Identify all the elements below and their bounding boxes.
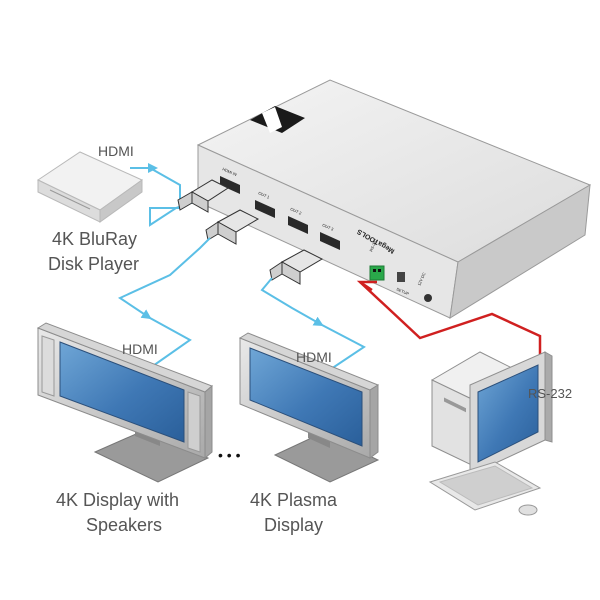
label-bluray-line1: 4K BluRay — [52, 229, 137, 249]
display-plasma — [238, 332, 380, 483]
display1-screen — [59, 341, 185, 443]
rs232-terminal-port[interactable]: RS-232 — [368, 237, 385, 281]
port-label-out1: OUT 1 — [258, 190, 271, 200]
pc-computer — [428, 351, 553, 516]
label-display2-line1: 4K Plasma — [250, 490, 338, 510]
hdmi-plug-out1 — [205, 209, 260, 245]
hdmi-cable-output1 — [117, 237, 211, 376]
hdmi-cable-input — [130, 163, 201, 227]
label-display2-line2: Display — [264, 515, 323, 535]
port-label-rs232: RS-232 — [368, 237, 378, 252]
label-hdmi-player: HDMI — [98, 143, 134, 159]
label-hdmi-display2: HDMI — [296, 349, 332, 365]
hdmi-splitter-device: MegaTOOLS HDMI IN OUT 1 OUT 2 OUT 3 RS-2… — [196, 79, 592, 319]
label-hdmi-display1: HDMI — [122, 341, 158, 357]
hdmi-plug-out3 — [269, 249, 324, 285]
display-speakers — [36, 322, 213, 483]
hdmi-out1-port[interactable]: OUT 1 — [255, 190, 275, 218]
label-rs232: RS-232 — [528, 386, 572, 401]
setup-switch[interactable]: SETUP — [396, 272, 411, 296]
display2-screen — [249, 347, 363, 447]
device-side-face — [449, 184, 591, 319]
port-label-power: 12V DC — [416, 271, 426, 286]
hdmi-cable-output3 — [260, 277, 366, 376]
power-jack[interactable]: 12V DC — [416, 271, 432, 302]
label-display1-line1: 4K Display with — [56, 490, 179, 510]
pc-mouse — [518, 504, 538, 516]
port-label-setup: SETUP — [396, 286, 411, 296]
label-bluray-line2: Disk Player — [48, 254, 139, 274]
hdmi-plug-input — [177, 179, 230, 213]
hdmi-out3-port[interactable]: OUT 3 — [320, 222, 340, 250]
bluray-player — [36, 151, 143, 223]
label-display1-line2: Speakers — [86, 515, 162, 535]
port-label-out3: OUT 3 — [322, 222, 335, 232]
label-ellipsis: • • • — [218, 447, 241, 463]
hdmi-out2-port[interactable]: OUT 2 — [288, 206, 308, 234]
port-label-out2: OUT 2 — [290, 206, 303, 216]
hdmi-in-port[interactable]: HDMI IN — [220, 166, 240, 194]
kramer-logo — [250, 106, 305, 133]
port-label-hdmi-in: HDMI IN — [222, 166, 238, 177]
